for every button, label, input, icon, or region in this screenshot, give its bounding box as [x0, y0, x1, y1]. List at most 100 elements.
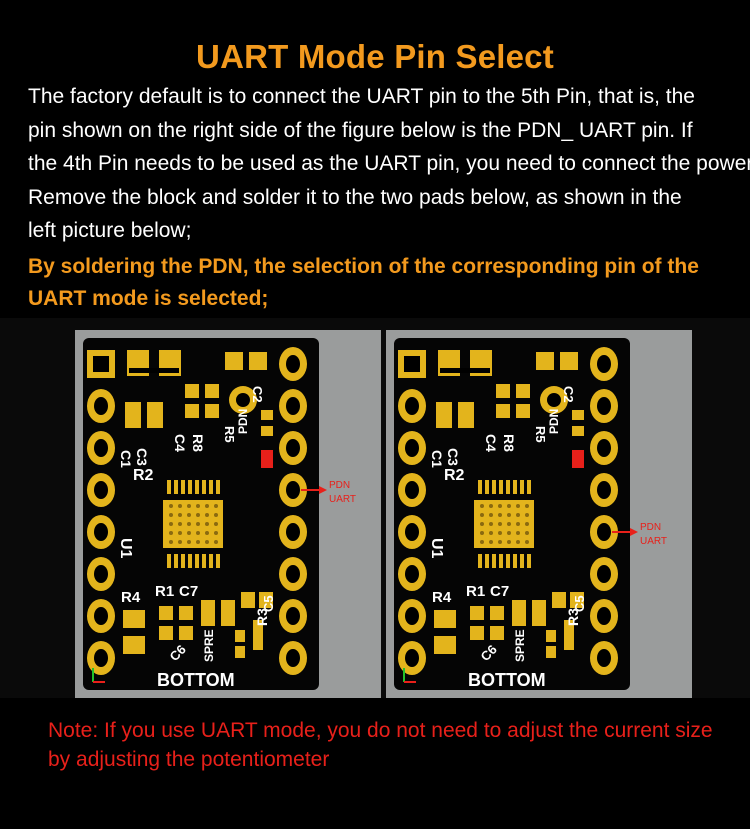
- via-dot: [525, 513, 529, 517]
- paragraph-line: The factory default is to connect the UA…: [28, 85, 695, 108]
- via-dot: [187, 522, 191, 526]
- ic-pin: [174, 480, 178, 494]
- label-c5: C5: [572, 595, 587, 612]
- ic-pin: [202, 554, 206, 568]
- smd-pad: [159, 606, 173, 620]
- ic-pin: [209, 554, 213, 568]
- label-pdn: PDN: [547, 409, 561, 434]
- pin-hole: [597, 565, 611, 583]
- pin-hole: [93, 356, 109, 372]
- smd-pad: [221, 600, 235, 626]
- jumper-pad: [261, 410, 273, 420]
- paragraph-line: pin shown on the right side of the figur…: [28, 118, 693, 142]
- pin-hole: [286, 439, 300, 457]
- pin-hole: [597, 355, 611, 373]
- smd-pad: [434, 610, 456, 628]
- via-dot: [498, 504, 502, 508]
- via-dot: [489, 504, 493, 508]
- via-dot: [196, 522, 200, 526]
- ic-pin: [492, 554, 496, 568]
- via-dot: [214, 522, 218, 526]
- via-dot: [498, 540, 502, 544]
- smd-pad: [201, 600, 215, 626]
- ic-pin: [195, 480, 199, 494]
- smd-pad: [536, 352, 554, 370]
- smd-pad: [436, 402, 452, 428]
- ic-pin: [216, 480, 220, 494]
- smd-pad: [546, 630, 556, 642]
- label-c4: C4: [483, 434, 499, 452]
- paragraph-line: left picture below;: [28, 219, 192, 242]
- ic-pin: [513, 554, 517, 568]
- paragraph-line: Remove the block and solder it to the tw…: [28, 185, 682, 209]
- pin-hole: [94, 523, 108, 541]
- ic-pin: [216, 554, 220, 568]
- pin-hole: [597, 607, 611, 625]
- smd-pad: [532, 600, 546, 626]
- label-r2: R2: [133, 467, 154, 484]
- pin-hole: [286, 565, 300, 583]
- pin-hole: [94, 481, 108, 499]
- pin-hole: [405, 523, 419, 541]
- label-c3: C3: [134, 448, 150, 466]
- smd-pad: [546, 646, 556, 658]
- ic-pin: [195, 554, 199, 568]
- ic-pin: [181, 554, 185, 568]
- label-r5: R5: [533, 426, 548, 443]
- smd-pad: [241, 592, 255, 608]
- annotation-uart: UART: [640, 536, 667, 547]
- pin-hole: [94, 439, 108, 457]
- ic-pin: [167, 554, 171, 568]
- pin-hole: [286, 481, 300, 499]
- label-bottom: BOTTOM: [157, 670, 235, 690]
- ic-pin: [520, 480, 524, 494]
- annotation-arrow-head: [630, 528, 638, 536]
- pin-hole: [597, 523, 611, 541]
- smd-pad: [434, 636, 456, 654]
- jumper-pad: [261, 426, 273, 436]
- pdn-solder-bridge: [572, 450, 584, 468]
- label-r8: R8: [501, 434, 517, 452]
- via-dot: [196, 531, 200, 535]
- via-dot: [214, 504, 218, 508]
- ic-pin: [499, 554, 503, 568]
- smd-pad: [225, 352, 243, 370]
- smd-pad: [552, 592, 566, 608]
- pin-hole: [405, 607, 419, 625]
- via-dot: [489, 540, 493, 544]
- smd-pad: [458, 402, 474, 428]
- smd-pad: [125, 402, 141, 428]
- label-r1: R1: [466, 583, 485, 600]
- smd-pad: [259, 592, 273, 608]
- ic-pin: [513, 480, 517, 494]
- ic-pin: [506, 480, 510, 494]
- via-dot: [507, 531, 511, 535]
- ic-pin: [202, 480, 206, 494]
- annotation-arrow-head: [319, 486, 327, 494]
- smd-pad: [205, 384, 219, 398]
- smd-pad: [185, 384, 199, 398]
- note-line: Note: If you use UART mode, you do not n…: [48, 719, 713, 742]
- jumper-pad: [572, 410, 584, 420]
- via-dot: [489, 513, 493, 517]
- label-c1: C1: [429, 450, 445, 468]
- smd-pad: [570, 592, 584, 608]
- smd-pad: [179, 626, 193, 640]
- via-dot: [507, 540, 511, 544]
- pin-hole: [597, 397, 611, 415]
- label-c7: C7: [490, 583, 509, 600]
- via-dot: [196, 540, 200, 544]
- via-dot: [525, 531, 529, 535]
- via-dot: [480, 522, 484, 526]
- via-dot: [489, 522, 493, 526]
- label-c3: C3: [445, 448, 461, 466]
- smd-pad: [516, 404, 530, 418]
- label-r3: R3: [254, 608, 270, 626]
- pin-hole: [286, 607, 300, 625]
- via-dot: [187, 513, 191, 517]
- note-line: by adjusting the potentiometer: [48, 748, 330, 771]
- via-dot: [205, 513, 209, 517]
- label-r2: R2: [444, 467, 465, 484]
- ic-pin: [181, 480, 185, 494]
